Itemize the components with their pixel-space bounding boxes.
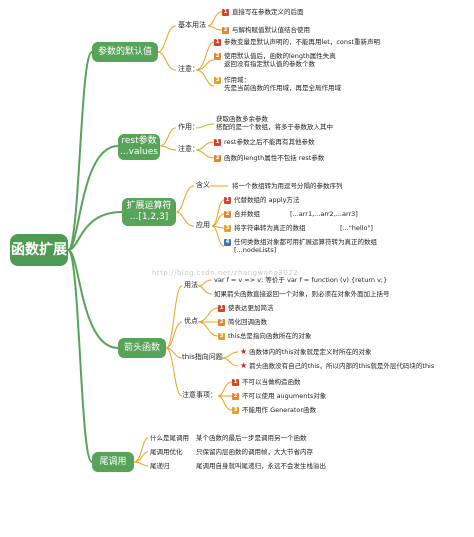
spread-apply-label: 应用 (196, 221, 210, 229)
rest-use-label: 作用： (178, 123, 199, 131)
priority-2-icon: 2 (232, 392, 239, 400)
priority-2-icon: 2 (218, 318, 225, 326)
priority-2-icon: 2 (214, 154, 221, 162)
priority-1-icon: 1 (218, 304, 225, 312)
root-node[interactable]: 函数扩展 (10, 234, 68, 266)
spread-apply-item-text: 将字符串转为真正的数组 (234, 224, 306, 232)
rest-note-item-text: rest参数之后不能再有其他参数 (224, 138, 315, 146)
arrow-usage-item: var f = v => v; 等价于 var f = function (v)… (214, 276, 387, 284)
arrow-note-label: 注意事项： (182, 391, 217, 399)
priority-3-icon: 3 (218, 332, 225, 340)
priority-2-icon: 2 (214, 52, 221, 60)
defaults-basic-label: 基本用法 (178, 21, 206, 29)
node-tail[interactable]: 尾调用 (92, 452, 134, 472)
rest-note-item-text: 函数的length属性不包括 rest参数 (224, 154, 325, 162)
arrow-this-item: ★箭头函数没有自己的this，所以内部的this就是外层代码块的this (240, 361, 435, 371)
priority-2-icon: 2 (222, 26, 229, 34)
watermark: http://blog.csdn.net/zhangwang3022 (152, 269, 299, 277)
spread-apply-item-text: 代替数组的 apply方法 (234, 196, 300, 204)
spread-meaning-text: 将一个数组转为用逗号分隔的参数序列 (232, 182, 343, 190)
defaults-note-label: 注意： (178, 65, 199, 73)
priority-3-icon: 3 (224, 224, 231, 232)
spread-apply-item-extra: [...arr1,...arr2,...arr3] (290, 210, 358, 218)
tail-row-label: 尾递归 (150, 462, 170, 470)
defaults-basic-item-text: 与解构赋值默认值结合使用 (232, 26, 310, 34)
arrow-usage-item-text: 如果箭头函数直接返回一个对象，则必须在对象外面加上括号 (214, 290, 390, 298)
arrow-note-item-text: 不可以使用 auguments对象 (242, 392, 327, 400)
rest-note-label: 注意： (178, 145, 199, 153)
spread-apply-item-text: 合并数组 (234, 210, 260, 218)
arrow-this-item-text: 箭头函数没有自己的this，所以内部的this就是外层代码块的this (249, 362, 435, 370)
node-defaults[interactable]: 参数的默认值 (92, 42, 158, 62)
rest-use-text: 获取函数多余参数 搭配的是一个数组，将多于参数放入其中 (216, 115, 333, 131)
arrow-this-item-text: 函数体内的this对象就是定义时所在的对象 (249, 348, 372, 356)
defaults-note-item-text: 参数变量是默认声明的，不能再用let，const重新声明 (224, 38, 380, 46)
priority-1-icon: 1 (222, 8, 229, 16)
node-arrow[interactable]: 箭头函数 (118, 338, 166, 358)
tail-row-text: 尾调用自身就叫尾递归，永远不会发生栈溢出 (196, 462, 326, 470)
node-rest[interactable]: rest参数 ...values (118, 134, 160, 160)
priority-1-icon: 1 (214, 138, 221, 146)
node-spread[interactable]: 扩展运算符 ...[1,2,3] (122, 198, 176, 226)
arrow-usage-item: 如果箭头函数直接返回一个对象，则必须在对象外面加上括号 (214, 290, 390, 298)
arrow-note-item-text: 不可以当做构造函数 (242, 378, 301, 386)
spread-meaning-label: 含义 (196, 181, 210, 189)
arrow-usage-label: 用法 (184, 281, 198, 289)
tail-row-label: 什么是尾调用 (150, 434, 189, 442)
arrow-pros-item-text: 简化回调函数 (228, 318, 267, 326)
tail-row-text: 某个函数的最后一步是调用另一个函数 (196, 434, 307, 442)
tail-row-label: 尾调用优化 (150, 448, 183, 456)
priority-2-icon: 2 (224, 210, 231, 218)
spread-apply-item-text: 任何类数组对象都可用扩展运算符转为真正的数组 [...nodeLists] (234, 238, 377, 254)
arrow-usage-item-text: var f = v => v; 等价于 var f = function (v)… (214, 276, 388, 284)
star-icon: ★ (240, 361, 248, 370)
defaults-note-item-text: 作用域： 先是当前函数的作用域，再是全局作用域 (224, 76, 341, 92)
arrow-pros-item-text: 使表达更加简洁 (228, 304, 274, 312)
arrow-this-label: this指向问题 (182, 353, 223, 361)
priority-1-icon: 1 (214, 38, 221, 46)
arrow-this-item: ★函数体内的this对象就是定义时所在的对象 (240, 347, 372, 357)
priority-1-icon: 1 (232, 378, 239, 386)
tail-row-text: 只保留内层函数的调用帧，大大节省内存 (196, 448, 313, 456)
arrow-note-item-text: 不能用作 Generator函数 (242, 406, 317, 414)
spread-apply-item-extra: [..."hello"] (340, 224, 373, 232)
arrow-pros-item-text: this总是指向函数所在的对象 (228, 332, 312, 340)
star-icon: ★ (240, 347, 248, 356)
priority-1-icon: 1 (224, 196, 231, 204)
priority-3-icon: 3 (214, 76, 221, 84)
arrow-pros-label: 优点 (184, 317, 198, 325)
priority-4-icon: 4 (224, 238, 231, 246)
priority-3-icon: 3 (232, 406, 239, 414)
defaults-basic-item-text: 直接写在参数定义的后面 (232, 8, 304, 16)
defaults-note-item-text: 使用默认值后，函数的length属性失真 返回没有指定默认值的参数个数 (224, 52, 336, 68)
